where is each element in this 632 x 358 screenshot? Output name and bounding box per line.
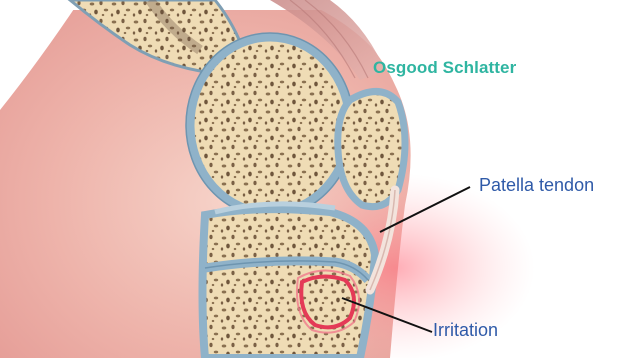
patella-tendon-label: Patella tendon (479, 175, 594, 196)
femur-condyle (190, 37, 350, 213)
diagram-title: Osgood Schlatter (373, 58, 516, 78)
irritation-label: Irritation (433, 320, 498, 341)
tibial-tuberosity (301, 276, 354, 327)
